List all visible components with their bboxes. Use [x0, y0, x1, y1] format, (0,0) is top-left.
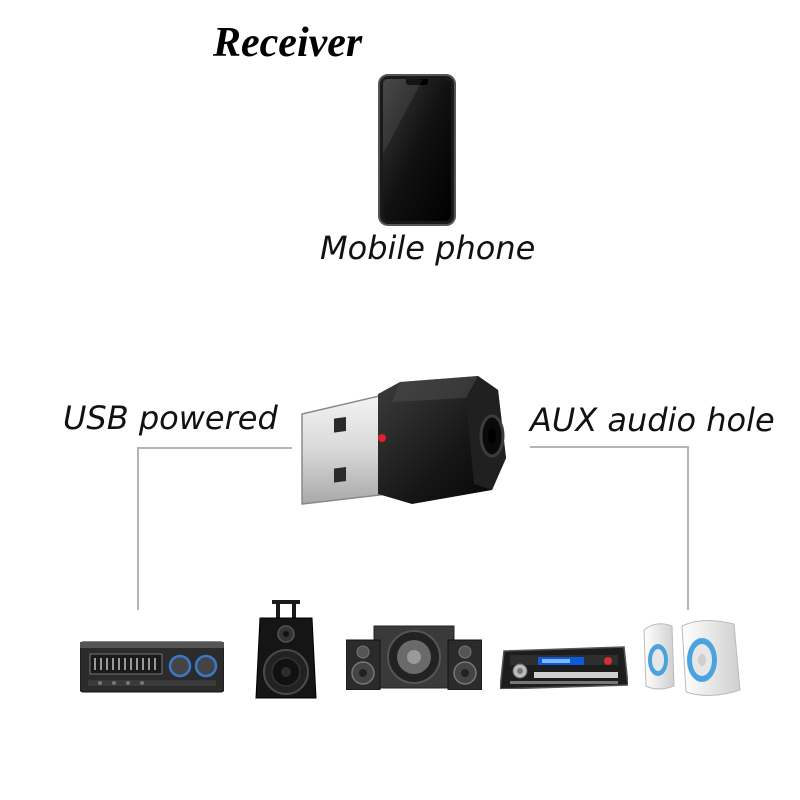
mobile-phone-icon [378, 74, 456, 226]
car-radio-icon [500, 646, 628, 689]
amplifier-icon [80, 641, 224, 693]
usb-connector-line [137, 447, 292, 610]
desktop-speakers-icon [643, 620, 741, 696]
speaker-system-icon [346, 625, 482, 690]
mobile-phone-label: Mobile phone [320, 229, 536, 267]
usb-powered-label: USB powered [63, 399, 278, 437]
status-led [378, 434, 386, 442]
page-title: Receiver [213, 20, 363, 66]
aux-audio-hole-label: AUX audio hole [530, 401, 775, 439]
usb-receiver-icon [301, 376, 506, 505]
trolley-speaker-icon [255, 600, 317, 699]
aux-connector-line [530, 446, 689, 610]
